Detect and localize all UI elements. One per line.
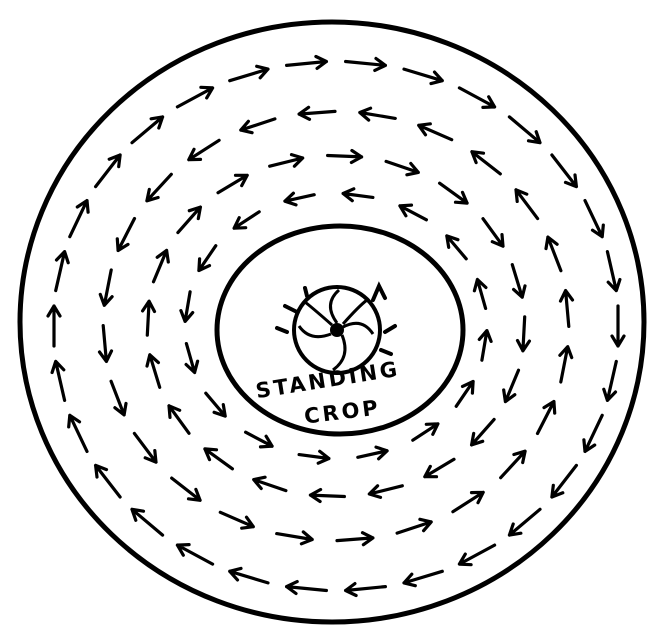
ring-1-arrow [346,59,386,71]
ring-4-arrow [186,344,198,373]
ring-1-arrow [177,87,212,107]
ring-4-arrow [199,246,216,271]
ring-2-arrow [419,124,452,140]
ring-3-arrow [328,151,362,163]
ring-2-arrow [360,108,396,120]
ring-3-arrow [512,265,525,298]
ring-3-arrow [143,301,155,335]
ring-1-arrow [70,201,88,237]
ring-2-arrow [560,347,572,382]
ring-2-arrow [100,326,112,362]
ring-4-arrow [285,193,314,205]
ring-3-arrow [254,477,286,490]
ring-2-arrow [147,174,171,201]
ring-1-arrow [52,361,65,400]
ring-2-arrow [100,270,112,305]
ring-3-arrow [169,406,189,434]
ring-4-arrow [299,451,329,463]
ring-2-arrow [538,402,555,434]
ring-1-arrow [56,252,68,291]
ring-1-arrow [177,545,212,565]
ring-3-arrow [178,207,201,233]
ring-4-arrow [234,212,259,228]
ring-4-arrow [413,424,438,440]
ring-2-arrow [277,532,313,544]
ring-4-arrow [358,447,387,459]
ring-4-arrow [181,292,193,322]
ring-1-arrow [459,545,494,565]
ring-2-arrow [397,519,431,533]
ring-4-arrow [474,280,486,309]
ring-1-arrow [346,584,386,596]
ring-4-arrow [343,189,373,201]
ring-3-arrow [218,175,247,192]
ring-3-arrow [270,155,303,167]
ring-2-arrow [501,451,525,478]
ring-1-arrow [552,155,577,187]
ring-3-arrow [425,459,454,476]
ring-1-arrow [404,571,442,585]
ring-3-arrow [310,490,344,502]
ring-1-arrow [132,509,163,535]
ring-3-arrow [440,183,468,203]
ring-3-arrow [205,449,233,469]
ring-2-arrow [337,533,373,545]
ring-1-arrow [48,306,60,346]
ring-1-arrow [230,568,268,583]
ring-2-arrow [453,492,483,511]
ring-3-arrow [518,317,530,351]
ring-1-arrow [459,88,494,108]
ring-2-arrow [516,190,538,219]
ring-2-arrow [220,512,253,528]
ring-3-arrow [154,250,169,281]
ring-1-arrow [584,415,602,451]
ring-4-arrow [246,432,273,447]
ring-3-arrow [483,219,503,247]
ring-3-arrow [504,370,519,401]
ring-1-arrow [404,69,442,84]
ring-1-arrow [96,155,121,187]
ring-2-arrow [134,433,156,462]
ring-1-arrow [69,415,87,451]
ring-2-arrow [117,219,134,251]
ring-1-arrow [132,117,163,143]
ring-1-arrow [552,465,577,497]
ring-2-arrow [241,119,275,133]
ring-1-arrow [230,66,268,80]
ring-3-arrow [147,355,160,388]
ring-1-arrow [509,509,540,535]
ring-3-arrow [369,486,402,498]
ring-4-arrow [206,393,225,416]
ring-1-arrow [585,201,603,237]
ring-4-arrow [400,205,427,220]
ring-4-arrow [447,236,466,259]
ring-2-arrow [561,291,573,327]
ring-1-arrow [612,306,624,346]
ring-1-arrow [287,582,327,594]
ring-1-arrow [509,117,540,143]
ring-1-arrow [607,252,620,291]
ring-1-arrow [287,57,327,69]
ring-2-arrow [189,140,219,159]
ring-3-arrow [386,161,418,174]
ring-2-arrow [546,237,561,271]
ring-1-arrow [96,465,121,497]
ring-2-arrow [111,381,126,415]
ring-2-arrow [472,152,500,174]
ring-3-arrow [472,419,495,445]
ring-1-arrow [604,361,617,400]
ring-4-arrow [479,331,491,361]
ring-4-arrow [456,382,473,407]
ring-2-arrow [172,478,200,500]
ring-2-arrow [299,107,335,119]
